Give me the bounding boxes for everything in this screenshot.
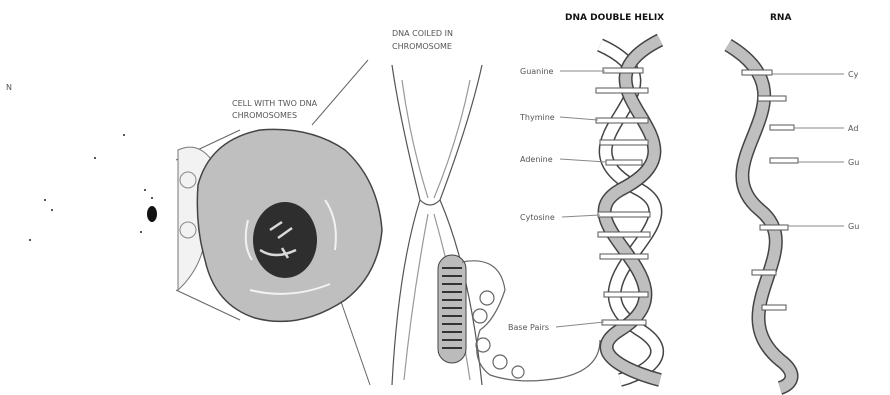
cell-label-line2: CHROMOSOMES <box>232 111 297 120</box>
rna-label-4: Gu <box>848 222 859 231</box>
rna-strand <box>728 45 798 388</box>
cell-nucleus <box>253 202 317 278</box>
coiled-label-line1: DNA COILED IN <box>392 29 453 38</box>
cell-dot <box>147 206 157 222</box>
dna-label-adenine: Adenine <box>520 155 553 164</box>
rna-label-2: Ad <box>848 124 858 133</box>
dna-label-base-pairs: Base Pairs <box>508 323 549 332</box>
cell-label-line1: CELL WITH TWO DNA <box>232 99 318 108</box>
dna-helix <box>596 40 660 380</box>
dna-helix-heading: DNA DOUBLE HELIX <box>565 13 664 23</box>
rna-labels: Cy Ad Gu Gu <box>772 70 859 231</box>
chromosome <box>392 65 482 385</box>
coiled-label-line2: CHROMOSOME <box>392 42 452 51</box>
dna-labels: Guanine Thymine Adenine Cytosine Base Pa… <box>508 67 606 332</box>
dna-label-thymine: Thymine <box>519 113 555 122</box>
left-partial-label: N <box>6 83 12 92</box>
rna-label-1: Cy <box>848 70 859 79</box>
dna-label-cytosine: Cytosine <box>520 213 555 222</box>
coiled-dna <box>438 255 600 381</box>
rna-label-3: Gu <box>848 158 859 167</box>
dna-label-guanine: Guanine <box>520 67 554 76</box>
rna-heading: RNA <box>770 13 791 23</box>
zoom-marks <box>29 134 157 241</box>
